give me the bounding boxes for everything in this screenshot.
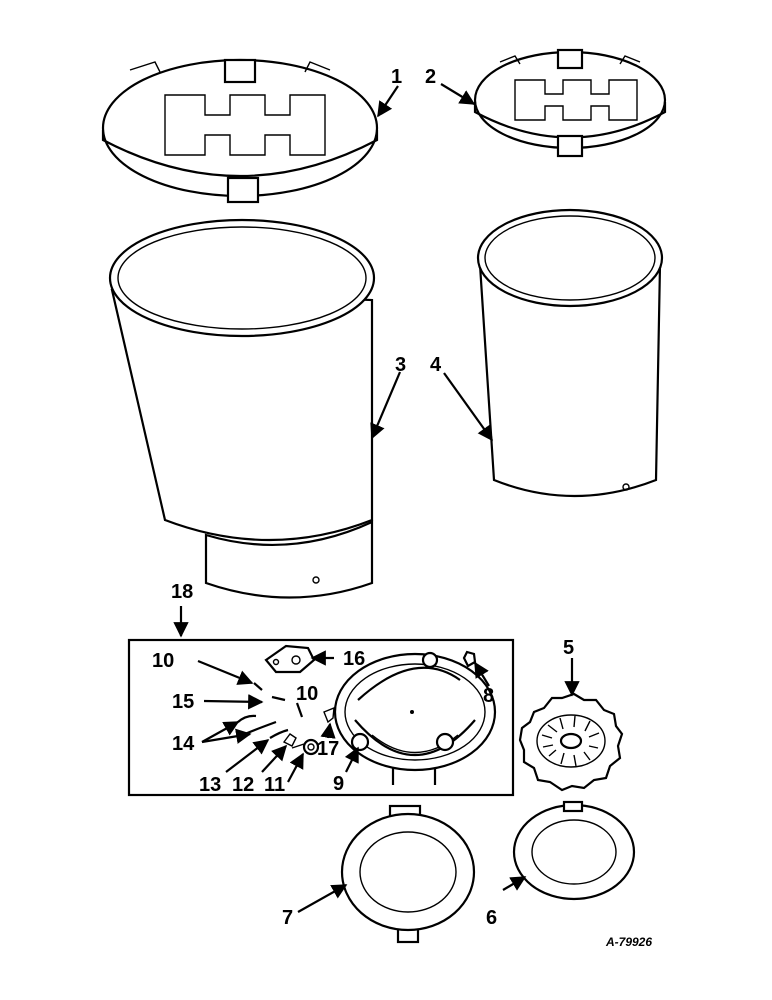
ring-plate xyxy=(340,804,476,944)
callout-7: 7 xyxy=(282,907,293,929)
large-hopper xyxy=(108,218,376,599)
drawing-code: A-79926 xyxy=(605,935,652,949)
callout-10a: 10 xyxy=(152,650,174,672)
callout-16: 16 xyxy=(343,648,365,670)
leader-lines xyxy=(173,83,580,913)
callout-5: 5 xyxy=(563,637,574,659)
clip xyxy=(462,650,477,668)
hopper-bottom xyxy=(333,651,497,785)
callout-17: 17 xyxy=(317,738,339,760)
callout-8: 8 xyxy=(483,685,494,707)
callout-1: 1 xyxy=(391,66,402,88)
bracket xyxy=(264,644,316,674)
callout-11: 11 xyxy=(264,774,285,796)
parts-kit-box xyxy=(127,638,515,797)
callout-13: 13 xyxy=(199,774,221,796)
small-hopper xyxy=(476,208,664,498)
callout-15: 15 xyxy=(172,691,194,713)
small-hopper-lid xyxy=(473,48,667,158)
callout-10b: 10 xyxy=(296,683,318,705)
callout-4: 4 xyxy=(430,354,442,376)
callout-6: 6 xyxy=(486,907,497,929)
gasket-ring xyxy=(512,800,636,901)
small-hardware xyxy=(237,682,335,756)
large-hopper-lid xyxy=(101,58,379,204)
callout-2: 2 xyxy=(425,66,436,88)
callout-14: 14 xyxy=(172,733,195,755)
callout-9: 9 xyxy=(333,773,344,795)
callout-12: 12 xyxy=(232,774,254,796)
agitator-plate xyxy=(518,692,624,792)
callout-18: 18 xyxy=(171,581,193,603)
callout-3: 3 xyxy=(395,354,406,376)
